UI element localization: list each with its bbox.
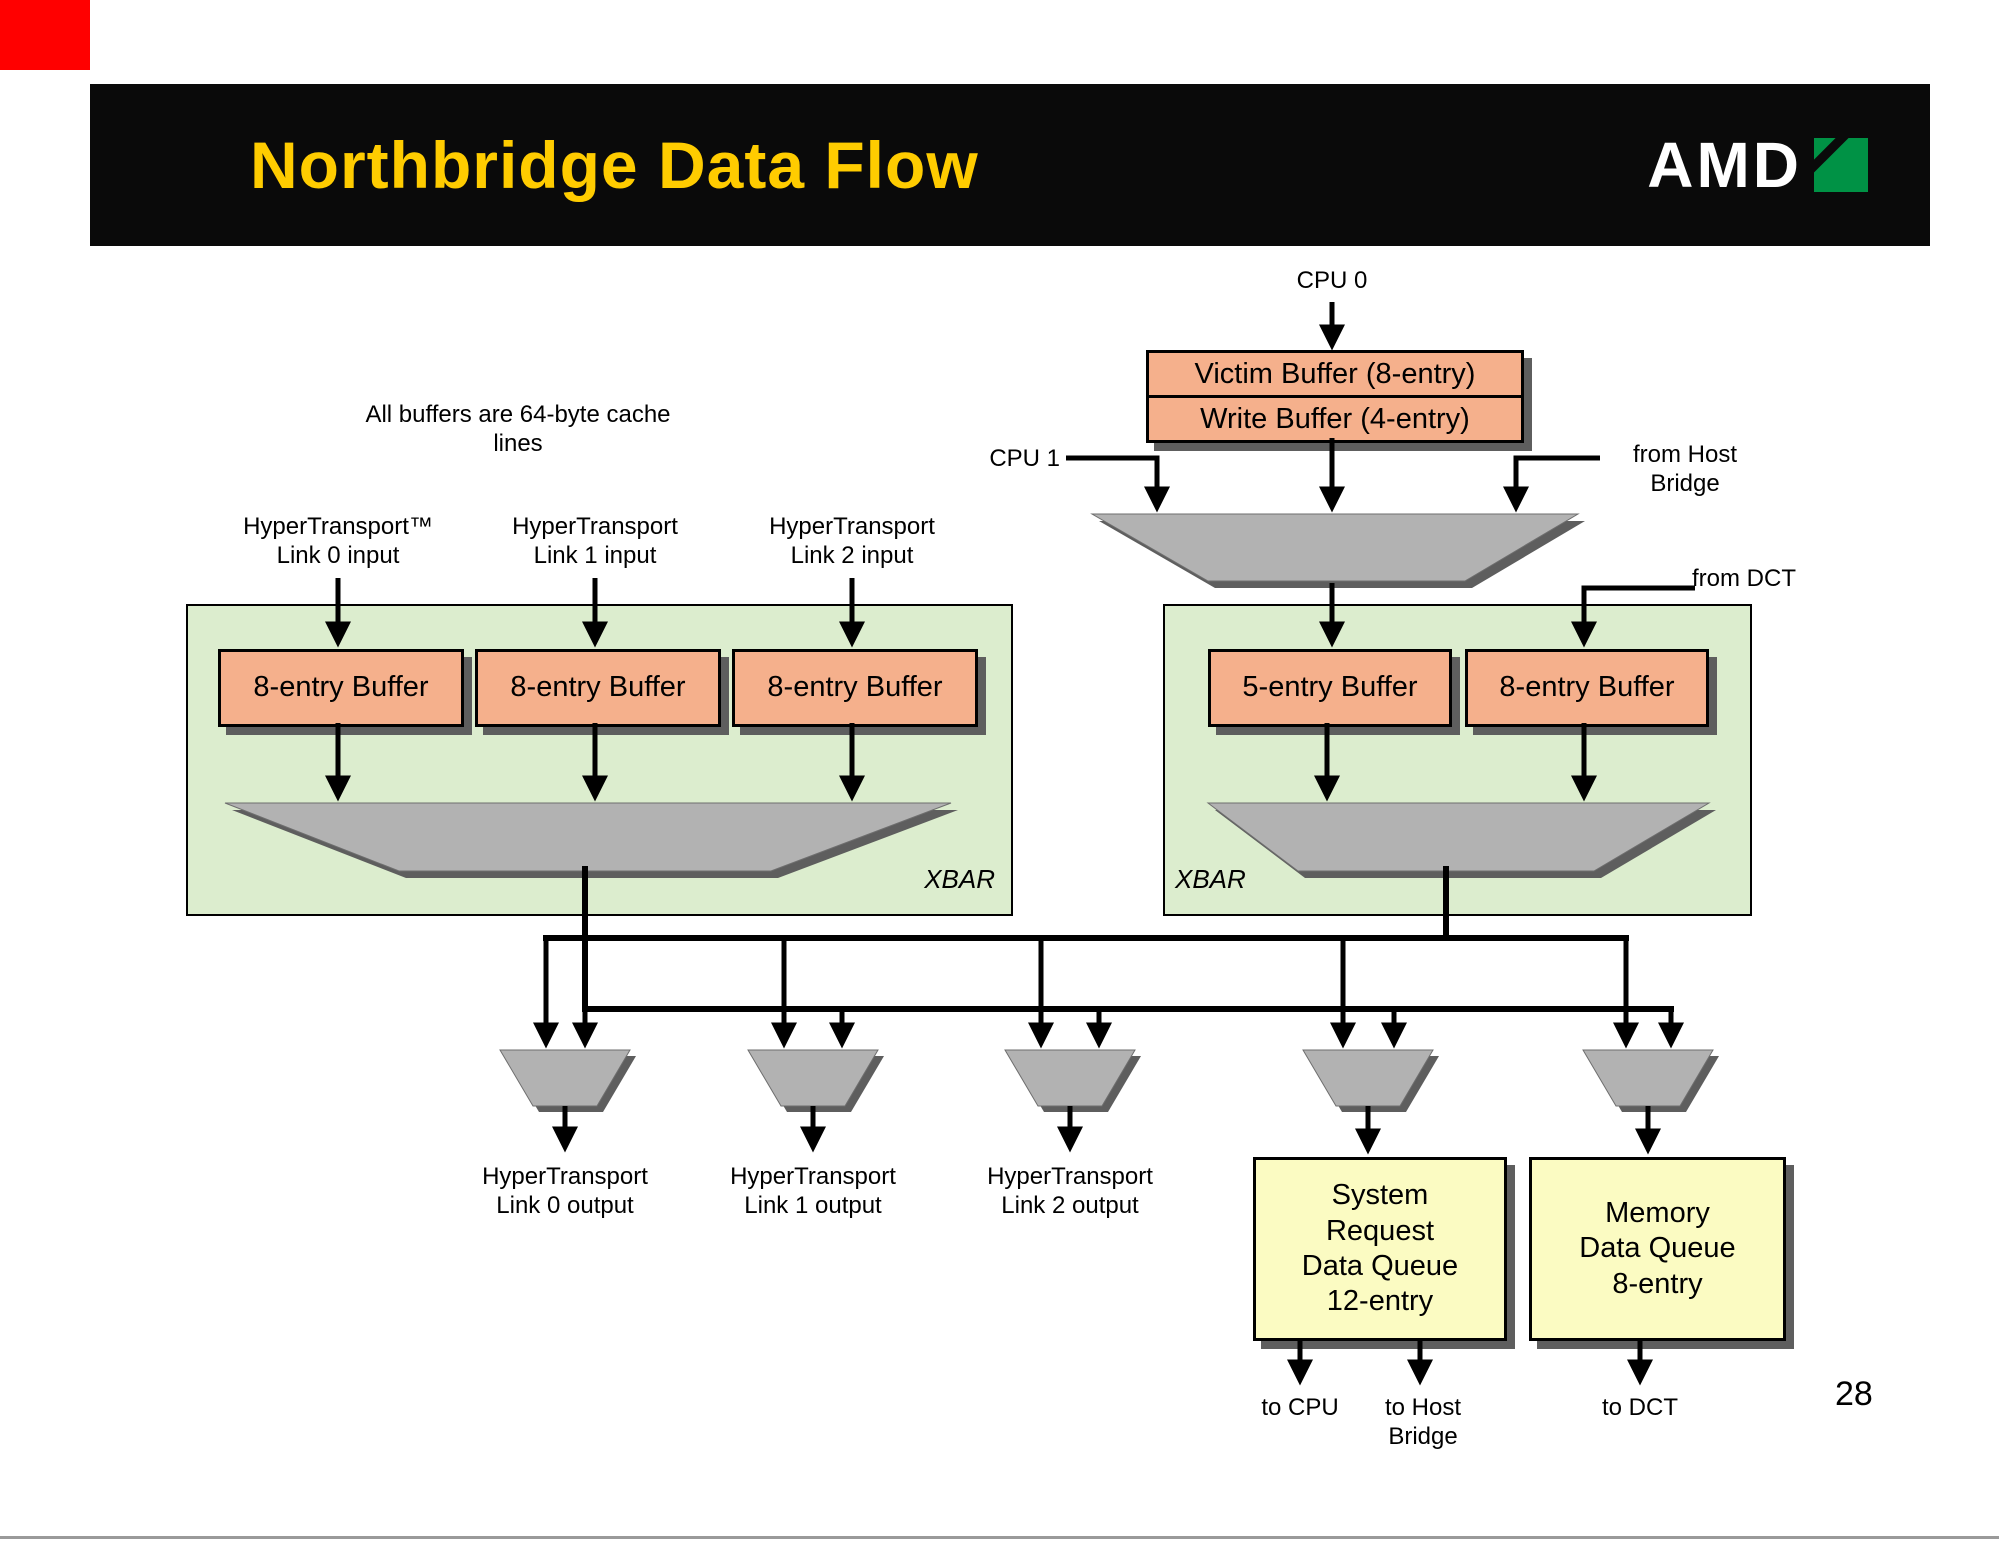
- bottom-divider: [0, 1536, 1999, 1539]
- cpu1-label: CPU 1: [989, 445, 1060, 472]
- ht-link1-output-label: HyperTransport Link 1 output: [730, 1163, 896, 1220]
- cpu0-label: CPU 0: [1296, 267, 1368, 294]
- ht-link1-output-mux: [747, 1049, 884, 1112]
- five-entry-buffer-box: 5-entry Buffer: [1208, 649, 1452, 727]
- link2-buffer-box: 8-entry Buffer: [732, 649, 978, 727]
- ht-link0-input-label: HyperTransport™ Link 0 input: [243, 513, 433, 570]
- page-number: 28: [1835, 1375, 1873, 1413]
- to-dct-label: to DCT: [1601, 1394, 1678, 1421]
- ht-link2-output-mux: [1004, 1049, 1141, 1112]
- ht-link1-input-label: HyperTransport Link 1 input: [512, 513, 678, 570]
- memory-data-queue-mux: [1582, 1049, 1719, 1112]
- victim-buffer-box: Victim Buffer (8-entry): [1149, 353, 1521, 398]
- system-request-queue-mux: [1302, 1049, 1439, 1112]
- system-request-data-queue-box: System Request Data Queue 12-entry: [1253, 1157, 1507, 1341]
- ht-link2-input-label: HyperTransport Link 2 input: [769, 513, 935, 570]
- top-input-mux: [1090, 513, 1585, 588]
- to-cpu-label: to CPU: [1261, 1394, 1339, 1421]
- from-dct-label: from DCT: [1692, 565, 1796, 592]
- title-bar: Northbridge Data Flow AMD: [90, 84, 1930, 246]
- ht-link0-output-label: HyperTransport Link 0 output: [482, 1163, 648, 1220]
- buffers-note: All buffers are 64-byte cache lines: [365, 401, 671, 458]
- victim-write-buffer-stack: Victim Buffer (8-entry) Write Buffer (4-…: [1146, 350, 1524, 443]
- right-xbar-label: XBAR: [1175, 864, 1246, 894]
- eight-entry-buffer-box: 8-entry Buffer: [1465, 649, 1709, 727]
- amd-logo-text: AMD: [1647, 129, 1802, 201]
- page-title: Northbridge Data Flow: [250, 128, 979, 202]
- amd-logo: AMD: [1647, 84, 1868, 246]
- link0-buffer-box: 8-entry Buffer: [218, 649, 464, 727]
- red-corner-mark: [0, 0, 90, 70]
- from-host-bridge-arrow: [1503, 455, 1600, 513]
- write-buffer-box: Write Buffer (4-entry): [1200, 402, 1470, 435]
- amd-arrow-icon: [1814, 138, 1868, 192]
- cpu1-arrow: [1066, 455, 1170, 513]
- from-host-bridge-label: from Host Bridge: [1632, 441, 1737, 498]
- ht-link2-output-label: HyperTransport Link 2 output: [987, 1163, 1153, 1220]
- ht-link0-output-mux: [499, 1049, 636, 1112]
- to-host-bridge-label: to Host Bridge: [1384, 1394, 1462, 1451]
- link1-buffer-box: 8-entry Buffer: [475, 649, 721, 727]
- left-xbar-label: XBAR: [924, 864, 995, 894]
- memory-data-queue-box: Memory Data Queue 8-entry: [1529, 1157, 1786, 1341]
